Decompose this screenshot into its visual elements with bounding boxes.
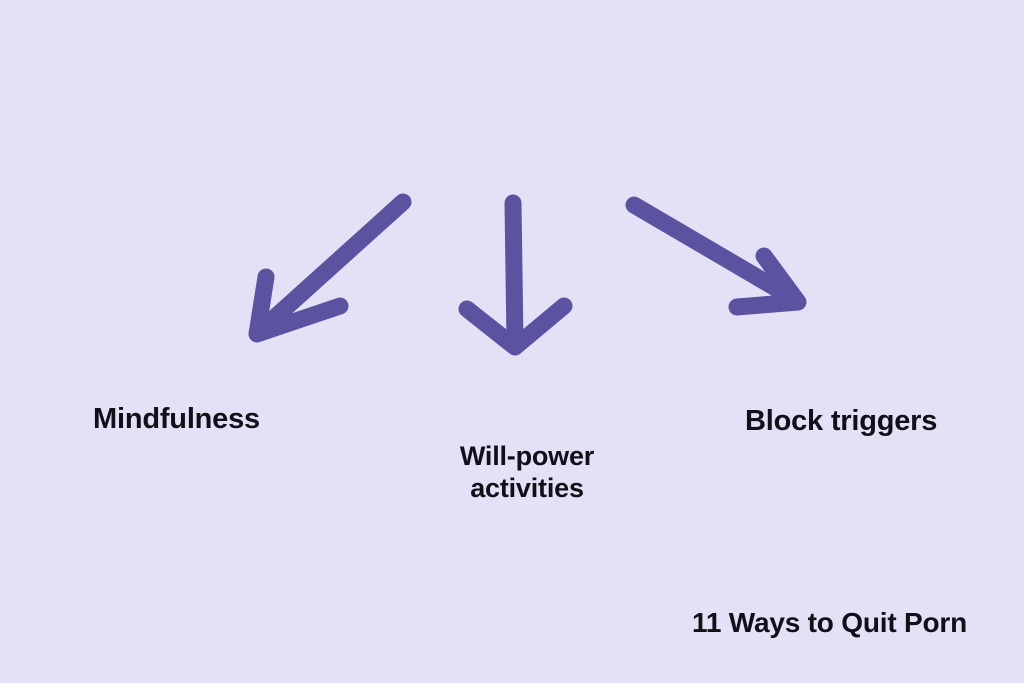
- label-will-power-line2: activities: [470, 472, 584, 503]
- arrow-down-icon: [458, 194, 573, 356]
- slide-caption: 11 Ways to Quit Porn: [692, 607, 968, 638]
- arrow-down-right-icon: [625, 196, 807, 316]
- label-block-triggers: Block triggers: [745, 405, 938, 437]
- arrow-down-left-icon: [248, 193, 412, 343]
- label-will-power-line1: Will-power: [459, 441, 595, 471]
- label-mindfulness: Mindfulness: [93, 403, 260, 435]
